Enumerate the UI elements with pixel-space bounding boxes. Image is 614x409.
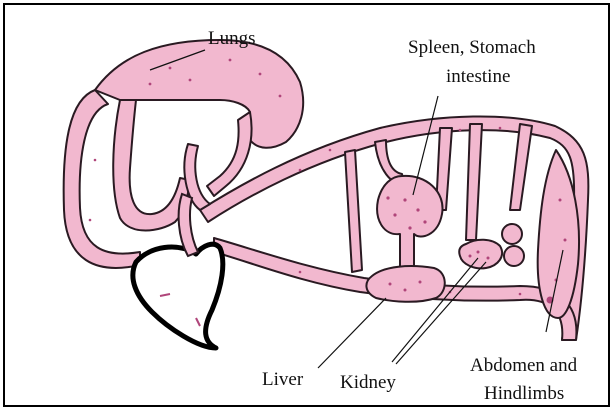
branch-1: [345, 150, 362, 272]
liver-organ: [366, 266, 444, 302]
label-lungs: Lungs: [208, 28, 256, 49]
label-spleen-stomach: Spleen, Stomach: [408, 37, 536, 58]
branch-5: [510, 124, 532, 210]
label-liver: Liver: [262, 369, 304, 390]
kidney-lobe-1: [502, 224, 522, 244]
heart: [133, 244, 223, 348]
spleen-stomach-organ: [377, 176, 442, 270]
label-abdomen: Abdomen and: [470, 355, 578, 376]
kidney-lobe-2: [504, 246, 524, 266]
label-hindlimbs: Hindlimbs: [484, 383, 564, 404]
label-kidney: Kidney: [340, 372, 396, 393]
label-intestine: intestine: [446, 66, 510, 87]
kidney-organ: [459, 240, 502, 269]
liver-leader: [318, 298, 386, 368]
branch-4: [466, 124, 482, 240]
